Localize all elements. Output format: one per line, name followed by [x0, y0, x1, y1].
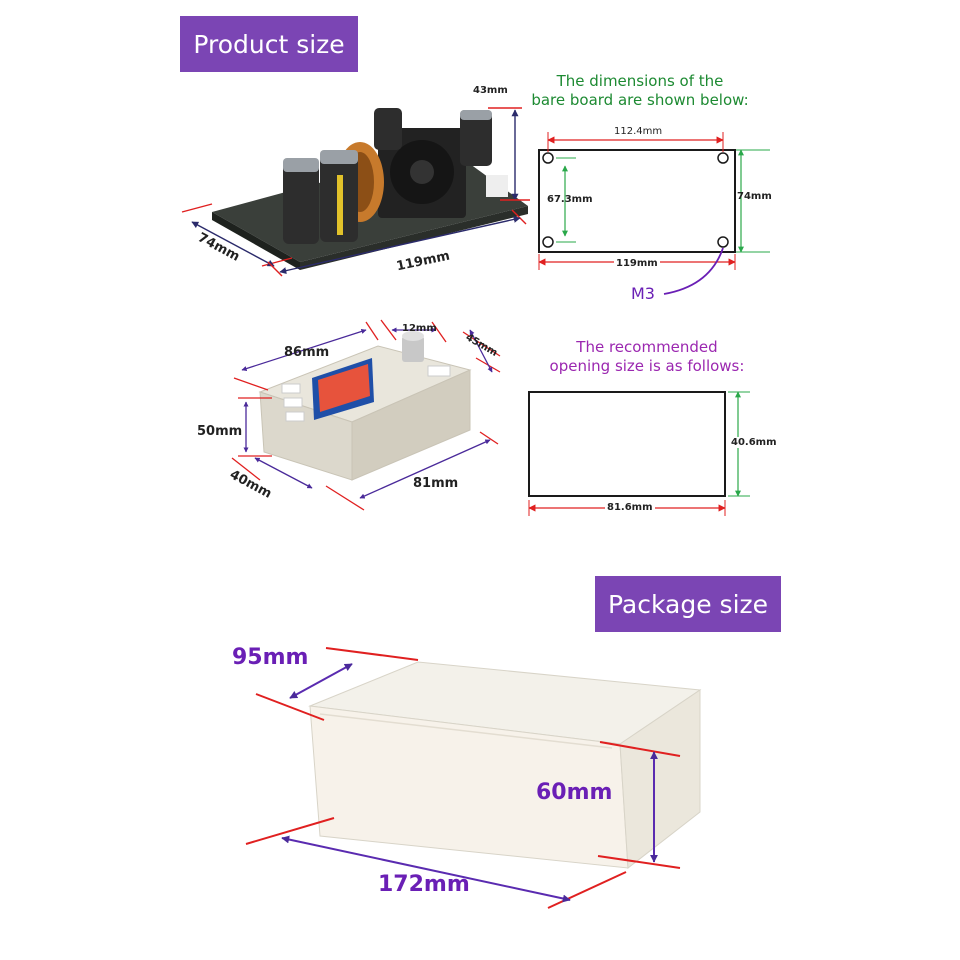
- board-height-diagram-label: 74mm: [737, 191, 772, 202]
- hole-spacing-y-label: 67.3mm: [547, 194, 593, 205]
- opening-diagram: [528, 391, 750, 516]
- module-height-label: 50mm: [197, 424, 243, 439]
- package-width-label: 95mm: [232, 645, 309, 670]
- screw-size-label: M3: [631, 284, 655, 303]
- bare-board-note: The dimensions of the bare board are sho…: [516, 72, 764, 110]
- package-box-photo: [308, 661, 702, 869]
- module-bottom-width-label: 81mm: [413, 476, 459, 491]
- opening-note-line-2: opening size is as follows:: [549, 357, 745, 375]
- opening-width-label: 81.6mm: [605, 502, 655, 513]
- board-height-label: 43mm: [473, 85, 508, 96]
- bare-board-note-line-1: The dimensions of the: [556, 72, 724, 90]
- module-photo-dimension-lines: [231, 319, 501, 511]
- package-length-label: 172mm: [378, 872, 470, 897]
- package-dimension-lines: [245, 647, 681, 909]
- bare-board-note-line-2: bare board are shown below:: [531, 91, 749, 109]
- board-photo-dimension-lines: [181, 107, 530, 277]
- opening-height-label: 40.6mm: [731, 437, 777, 448]
- module-top-width-label: 86mm: [284, 345, 330, 360]
- power-board-photo: [212, 108, 528, 270]
- hole-spacing-x-label: 112.4mm: [614, 126, 663, 137]
- bare-board-diagram: [538, 132, 770, 295]
- opening-note: The recommended opening size is as follo…: [528, 338, 766, 376]
- opening-note-line-1: The recommended: [576, 338, 718, 356]
- package-size-banner: Package size: [595, 576, 781, 632]
- product-size-banner: Product size: [180, 16, 358, 72]
- knob-size-label: 12mm: [402, 323, 437, 334]
- board-length-diagram-label: 119mm: [614, 258, 660, 269]
- package-height-label: 60mm: [536, 780, 613, 805]
